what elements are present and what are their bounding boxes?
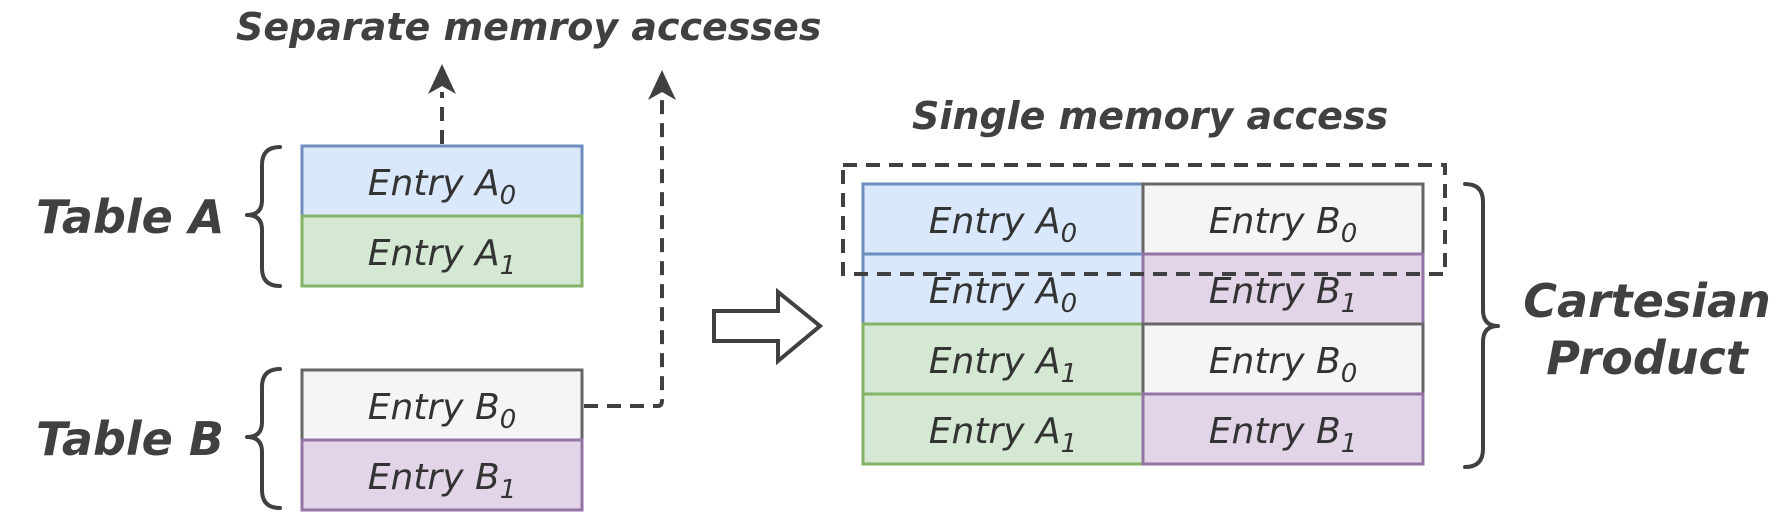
table-a-entry-0-sub: 0 — [500, 181, 517, 211]
table-b-entry-1-sub: 1 — [500, 475, 517, 505]
svg-text:Entry A0: Entry A0 — [368, 163, 516, 211]
svg-text:Entry A0: Entry A0 — [929, 271, 1077, 319]
table-a: Entry A0 Entry A1 — [300, 144, 584, 288]
table-a-entry-1-text: Entry A — [368, 233, 500, 274]
product-row-3-right — [1141, 392, 1425, 466]
table-b-entry-0-sub: 0 — [500, 405, 517, 435]
product-row-2-right — [1141, 322, 1425, 396]
table-b-entry-0-text: Entry B — [368, 387, 500, 428]
product-row-1-right-text: Entry B — [1209, 271, 1341, 312]
svg-text:Entry B1: Entry B1 — [368, 457, 516, 505]
table-b-arrowhead — [648, 70, 676, 100]
product-row-3-right-sub: 1 — [1341, 429, 1358, 459]
cartesian-label-line1: Cartesian — [1523, 274, 1771, 328]
table-b-access-arrow — [584, 98, 664, 408]
product-row-2-right-text: Entry B — [1209, 341, 1341, 382]
table-b-entry-1-text: Entry B — [368, 457, 500, 498]
cartesian-brace — [1463, 182, 1500, 469]
table-a-entry-1 — [300, 214, 584, 288]
single-access-box — [841, 163, 1447, 276]
svg-text:Entry B0: Entry B0 — [1209, 341, 1357, 389]
svg-text:Entry B1: Entry B1 — [1209, 271, 1357, 319]
cartesian-label-line2: Product — [1546, 331, 1750, 385]
table-a-entry-1-sub: 1 — [500, 251, 517, 281]
single-access-title: Single memory access — [912, 94, 1388, 138]
product-row-3-right-text: Entry B — [1209, 411, 1341, 452]
product-row-0-left-text: Entry A — [929, 201, 1061, 242]
svg-text:Entry B0: Entry B0 — [368, 387, 516, 435]
svg-text:Entry A1: Entry A1 — [929, 411, 1077, 459]
product-row-0-right-sub: 0 — [1341, 219, 1358, 249]
product-row-1-right — [1141, 252, 1425, 326]
transform-arrow — [712, 287, 824, 366]
svg-text:Entry A1: Entry A1 — [929, 341, 1077, 389]
product-row-1-left-text: Entry A — [929, 271, 1061, 312]
table-a-label: Table A — [36, 190, 224, 244]
table-a-arrowhead — [428, 64, 456, 94]
product-grid: Entry A0 Entry B0 Entry A0 Entry B1 Entr… — [861, 182, 1425, 466]
svg-text:Entry B1: Entry B1 — [1209, 411, 1357, 459]
product-row-2-right-sub: 0 — [1341, 359, 1358, 389]
table-b-label: Table B — [36, 412, 224, 466]
product-row-2-left-text: Entry A — [929, 341, 1061, 382]
product-row-2-left-sub: 1 — [1061, 359, 1078, 389]
product-row-1-left-sub: 0 — [1061, 289, 1078, 319]
svg-text:Entry A1: Entry A1 — [368, 233, 516, 281]
table-a-entry-0 — [300, 144, 584, 218]
table-a-brace — [245, 145, 282, 288]
product-row-0-left-sub: 0 — [1061, 219, 1078, 249]
product-row-0-right-text: Entry B — [1209, 201, 1341, 242]
table-b: Entry B0 Entry B1 — [300, 368, 584, 512]
table-b-brace — [245, 367, 282, 510]
product-row-3-left-text: Entry A — [929, 411, 1061, 452]
product-row-3-left-sub: 1 — [1061, 429, 1078, 459]
table-a-entry-0-text: Entry A — [368, 163, 500, 204]
separate-accesses-title: Separate memroy accesses — [236, 5, 821, 49]
product-row-1-right-sub: 1 — [1341, 289, 1358, 319]
svg-text:Entry A0: Entry A0 — [929, 201, 1077, 249]
product-row-0-right — [1141, 182, 1425, 256]
table-b-entry-1 — [300, 438, 584, 512]
svg-text:Entry B0: Entry B0 — [1209, 201, 1357, 249]
